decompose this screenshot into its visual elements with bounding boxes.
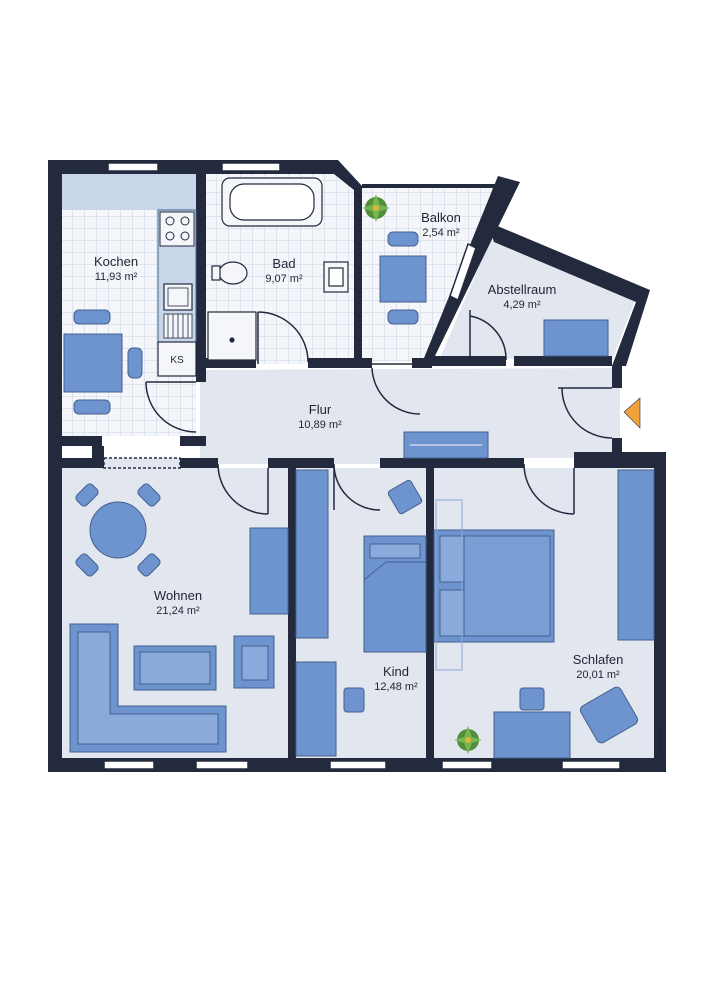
room-name-flur: Flur xyxy=(309,402,332,417)
stove-icon xyxy=(159,211,195,247)
room-area-bad: 9,07 m² xyxy=(265,273,303,285)
fridge-label: KS xyxy=(170,355,184,366)
living-cabinet xyxy=(249,527,289,615)
living-furniture xyxy=(69,483,289,753)
room-area-abstellraum: 4,29 m² xyxy=(503,299,541,311)
room-area-kochen: 11,93 m² xyxy=(95,271,138,283)
dish-rack-icon xyxy=(163,313,193,339)
room-name-bad: Bad xyxy=(272,256,295,271)
room-labels: Kochen 11,93 m² Bad 9,07 m² Balkon 2,54 … xyxy=(94,210,623,693)
room-area-wohnen: 21,24 m² xyxy=(156,605,200,617)
desk-chair xyxy=(343,687,365,713)
wardrobe xyxy=(295,469,329,639)
plant-icon xyxy=(362,194,390,222)
room-name-abstellraum: Abstellraum xyxy=(488,282,557,297)
doors xyxy=(145,310,613,515)
round-dining-table xyxy=(89,501,147,559)
watermark: onOffice xyxy=(657,730,664,756)
storage-shelf xyxy=(543,319,609,357)
plant-icon xyxy=(454,726,482,754)
room-name-kochen: Kochen xyxy=(94,254,138,269)
room-area-balkon: 2,54 m² xyxy=(422,227,460,239)
shower xyxy=(207,311,257,361)
kitchen-fixtures: KS xyxy=(63,209,197,415)
bedroom-furniture xyxy=(433,469,655,759)
windows xyxy=(103,162,621,770)
room-area-flur: 10,89 m² xyxy=(298,419,342,431)
room-name-balkon: Balkon xyxy=(421,210,461,225)
entrance-arrow-icon xyxy=(623,397,641,429)
bedroom-wardrobe xyxy=(617,469,655,641)
room-name-kind: Kind xyxy=(383,664,409,679)
bedroom-armchair xyxy=(579,686,639,744)
bathroom-fixtures xyxy=(207,177,349,361)
floor-flur xyxy=(200,368,620,464)
desk xyxy=(295,661,337,757)
kitchen-table xyxy=(63,309,143,415)
kids-furniture xyxy=(295,469,427,757)
room-name-schlafen: Schlafen xyxy=(573,652,624,667)
room-name-wohnen: Wohnen xyxy=(154,588,202,603)
fridge xyxy=(157,341,197,377)
room-area-schlafen: 20,01 m² xyxy=(576,669,620,681)
toilet xyxy=(218,261,248,285)
bedroom-chair xyxy=(519,687,545,711)
balcony-furniture xyxy=(379,231,427,325)
room-area-kind: 12,48 m² xyxy=(374,681,418,693)
small-chair xyxy=(387,479,423,515)
bedroom-desk xyxy=(493,711,571,759)
